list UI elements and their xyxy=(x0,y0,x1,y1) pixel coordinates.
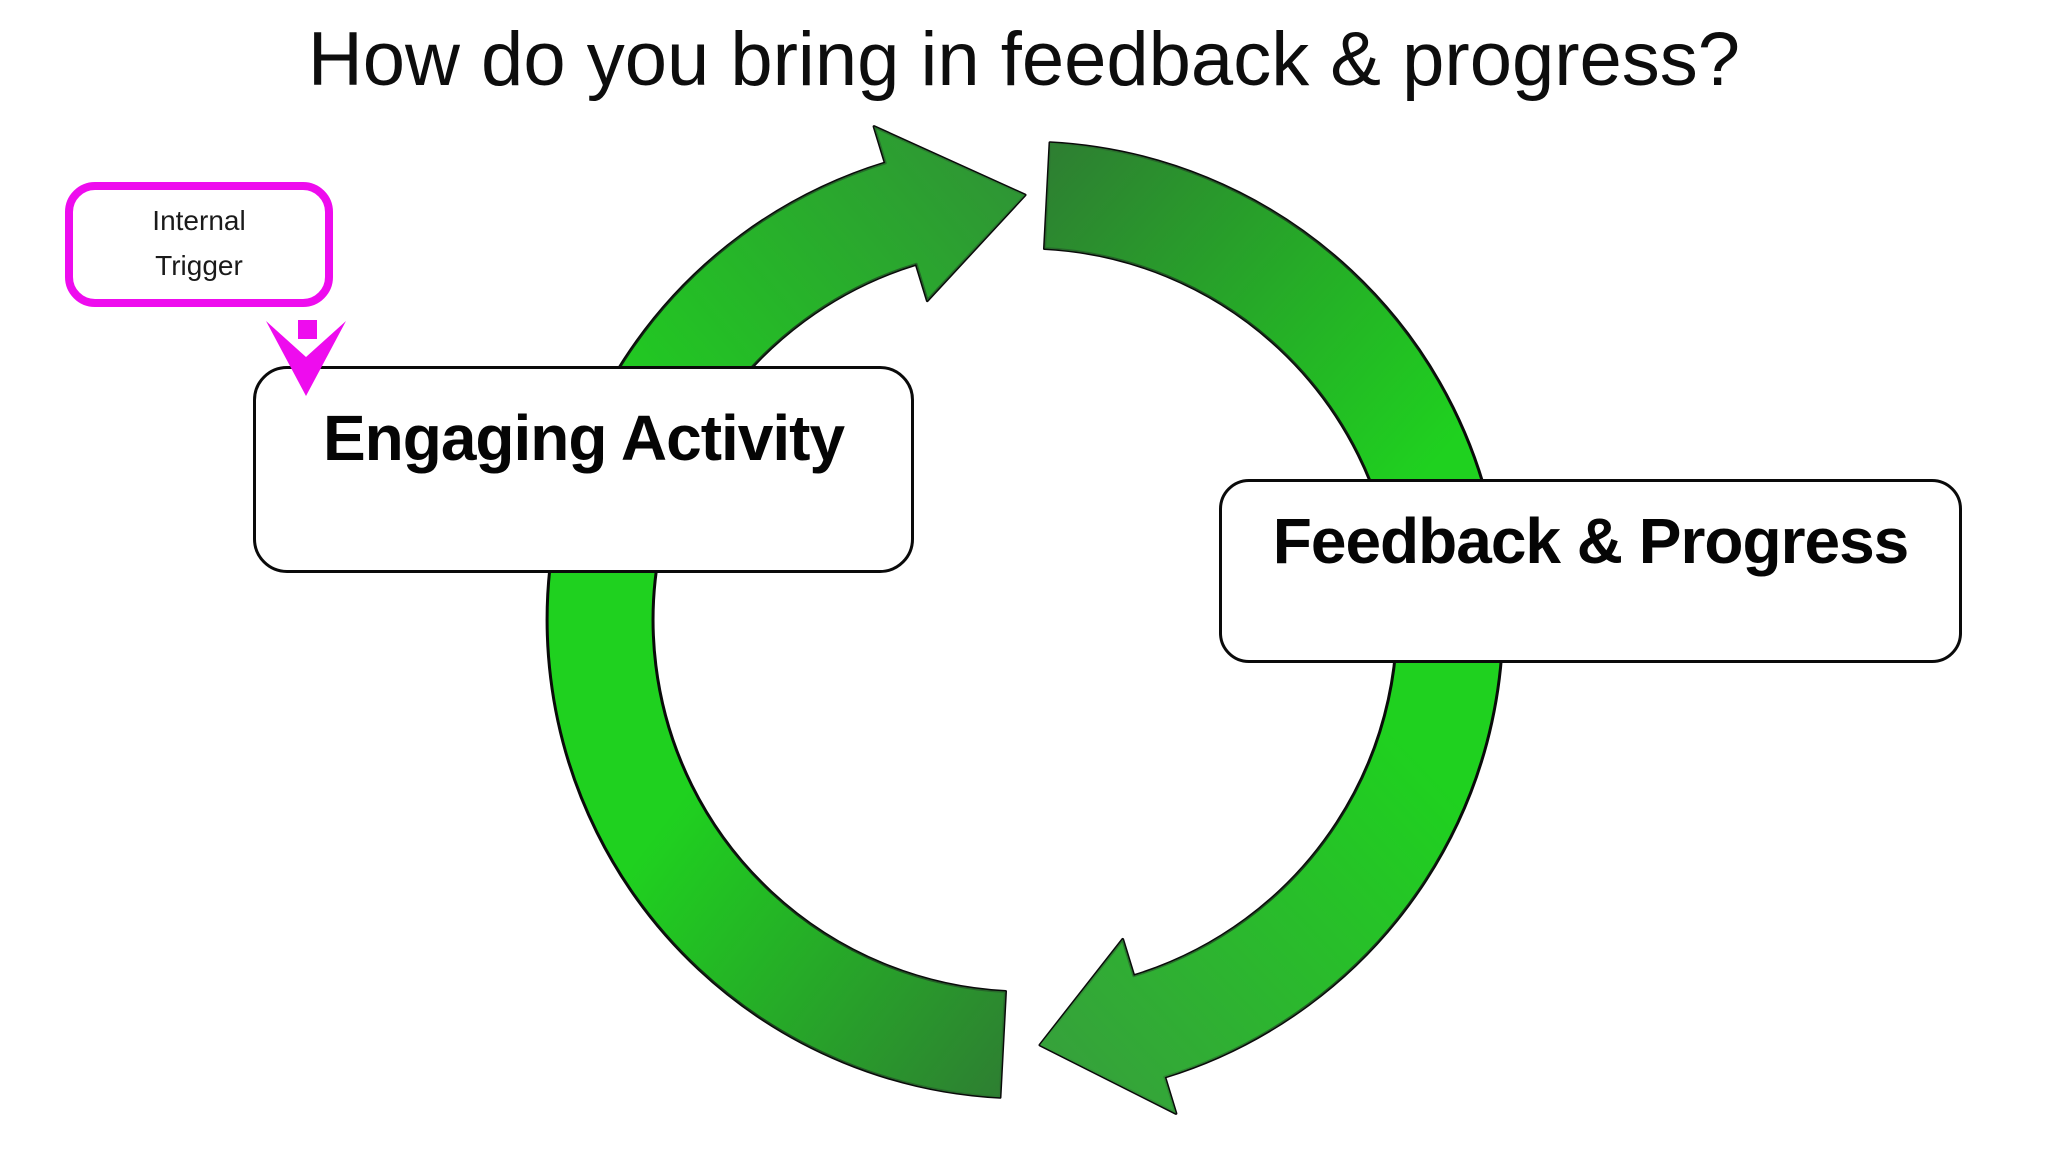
node-engaging-activity-label: Engaging Activity xyxy=(322,402,845,474)
internal-trigger-line-1: Internal xyxy=(152,205,246,236)
trigger-arrowhead-icon xyxy=(266,321,346,396)
node-feedback-progress: Feedback & Progress xyxy=(1219,479,1962,663)
page-title: How do you bring in feedback & progress? xyxy=(307,17,1741,102)
node-engaging-activity: Engaging Activity xyxy=(253,366,914,573)
internal-trigger-line-2: Trigger xyxy=(155,250,243,281)
internal-trigger-box: Internal Trigger xyxy=(65,182,333,307)
node-feedback-progress-label: Feedback & Progress xyxy=(1272,505,1909,577)
trigger-arrow-dash xyxy=(298,320,317,339)
